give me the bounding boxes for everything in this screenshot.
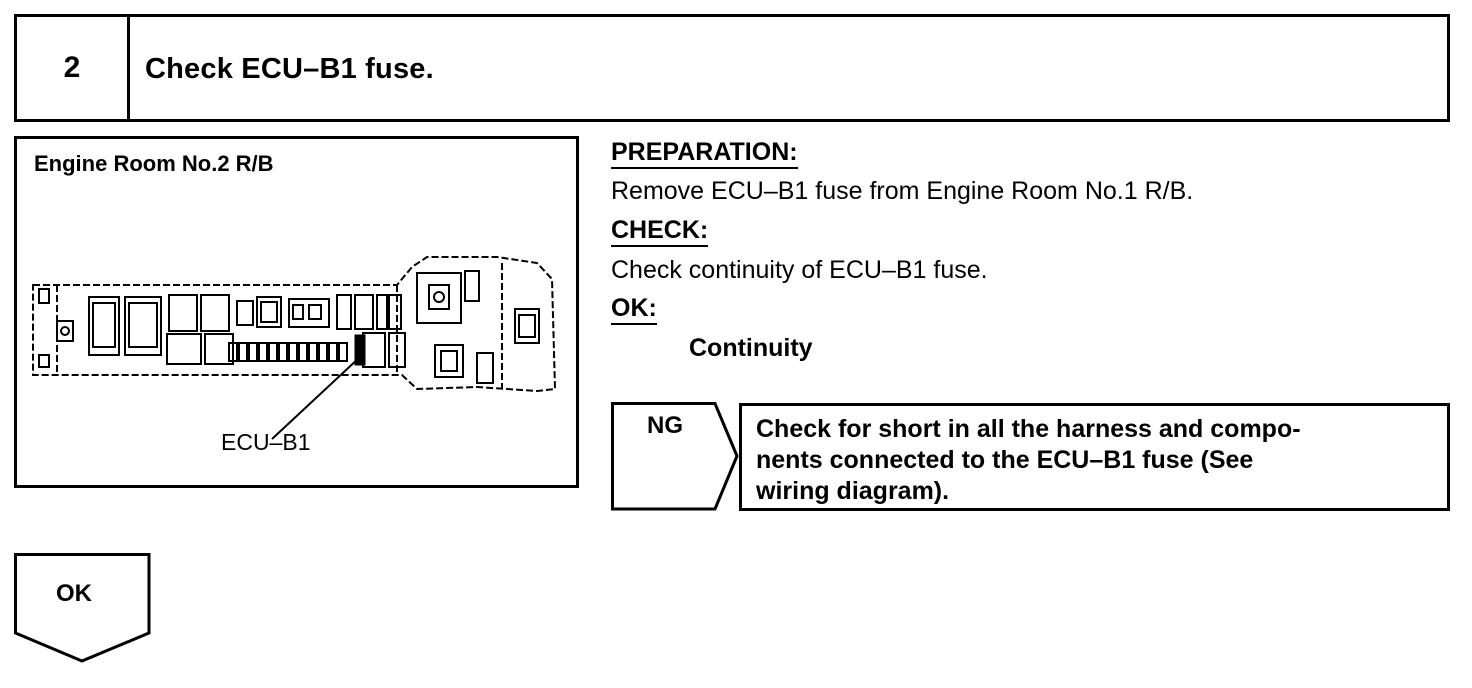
preparation-text: Remove ECU–B1 fuse from Engine Room No.1… bbox=[611, 177, 1194, 205]
step-header: 2 Check ECU–B1 fuse. bbox=[14, 14, 1450, 122]
ng-action-line-2: nents connected to the ECU–B1 fuse (See bbox=[756, 446, 1254, 474]
ng-action-box: Check for short in all the harness and c… bbox=[739, 403, 1450, 511]
fuse-box-figure: Engine Room No.2 R/B ECU–B1 bbox=[14, 136, 579, 488]
ng-action-text: Check for short in all the harness and c… bbox=[756, 414, 1446, 507]
ng-arrow-icon bbox=[611, 402, 739, 511]
fuse-callout-label: ECU–B1 bbox=[221, 429, 311, 455]
ok-arrow-icon bbox=[14, 553, 151, 663]
ng-action-line-1: Check for short in all the harness and c… bbox=[756, 415, 1301, 443]
relay-block-diagram bbox=[32, 256, 557, 440]
ng-label: NG bbox=[647, 412, 683, 439]
step-title: Check ECU–B1 fuse. bbox=[145, 53, 434, 85]
ok-criteria-result: Continuity bbox=[689, 334, 813, 362]
figure-title: Engine Room No.2 R/B bbox=[34, 151, 274, 176]
check-text: Check continuity of ECU–B1 fuse. bbox=[611, 256, 988, 284]
step-number: 2 bbox=[17, 17, 130, 119]
ng-action-line-3: wiring diagram). bbox=[756, 477, 950, 505]
check-heading: CHECK: bbox=[611, 216, 709, 247]
ok-criteria-heading: OK: bbox=[611, 294, 657, 325]
ok-label: OK bbox=[56, 580, 92, 607]
preparation-heading: PREPARATION: bbox=[611, 138, 798, 169]
